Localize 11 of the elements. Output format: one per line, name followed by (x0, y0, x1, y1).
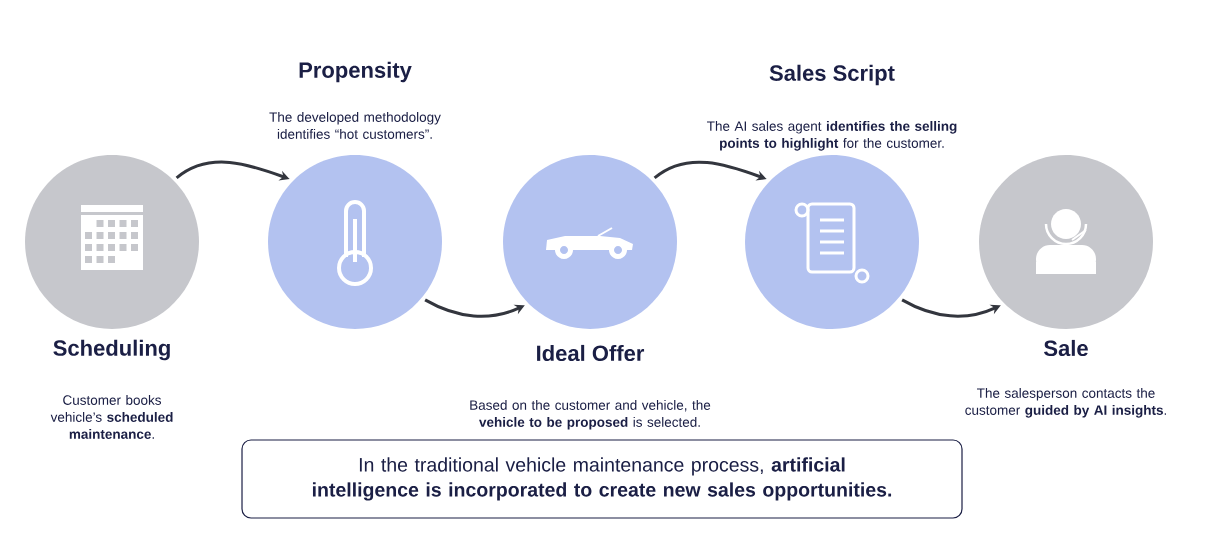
step-description: Based on the customer and vehicle, the vehicle to be proposed is selected. (470, 400, 711, 430)
step-heading: Sales Script (769, 64, 895, 86)
step-description: Customer books vehicle’s scheduled maintenance. (50, 395, 173, 439)
step-heading: Sale (1044, 339, 1088, 357)
step-description: The AI sales agent identifies the selling points to highlight for the customer. (707, 121, 957, 151)
step-heading: Propensity (299, 61, 412, 83)
step-description: The salesperson contacts the customer guided by AI insights. (965, 388, 1167, 418)
summary-box: In the traditional vehicle maintenance process, artificial intelligence is incorporated to create new sales opportunities. (241, 439, 963, 519)
step-heading: Ideal Offer (537, 344, 645, 362)
step-description: The developed methodology identifies “hot customers”. (269, 112, 441, 139)
step-heading: Scheduling (53, 339, 170, 361)
